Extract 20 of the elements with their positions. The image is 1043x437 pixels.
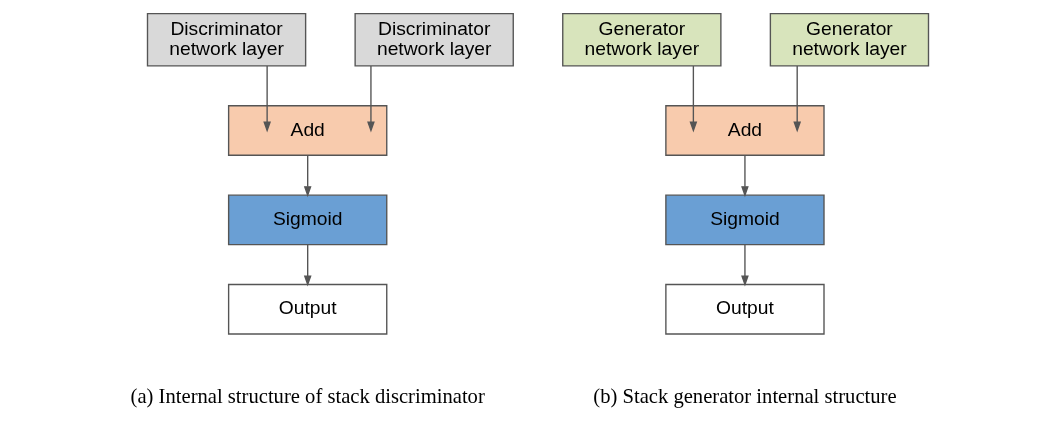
node-box: Generator network layer	[769, 12, 930, 67]
node-box: Add	[665, 105, 825, 156]
arrow	[741, 154, 749, 198]
label: (b) Stack generator internal structure	[593, 385, 897, 408]
node-box: Output	[665, 283, 825, 335]
node-box: Sigmoid	[227, 194, 388, 246]
arrow	[303, 154, 312, 198]
node-box: Output	[227, 283, 388, 335]
node-box: Sigmoid	[665, 194, 825, 246]
arrow	[793, 65, 802, 133]
arrow	[263, 65, 271, 133]
node-box: Discriminator network layer	[354, 12, 514, 67]
arrow	[741, 244, 749, 287]
node-box: Generator network layer	[562, 12, 722, 67]
label: (a) Internal structure of stack discriminator	[130, 385, 485, 408]
node-box: Discriminator network layer	[146, 12, 307, 67]
arrow	[303, 244, 312, 287]
node-box: Add	[227, 105, 388, 156]
arrow	[367, 65, 375, 133]
arrow	[689, 65, 698, 133]
